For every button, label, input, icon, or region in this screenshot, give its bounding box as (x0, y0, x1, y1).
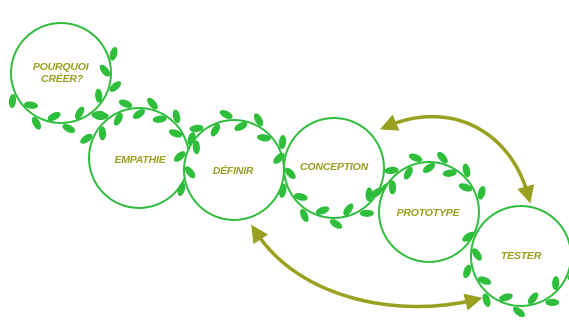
leaf-icon (62, 123, 76, 134)
leaf-icon (31, 116, 42, 130)
leaf-icon (513, 306, 525, 318)
leaf-icon (99, 64, 111, 77)
leaf-icon (184, 166, 196, 179)
leaf-icon (132, 109, 146, 119)
leaf-icon (189, 124, 204, 133)
leaf-icon (210, 123, 221, 137)
leaf-icon (482, 293, 491, 307)
stage-label-prototype: PROTOTYPE (397, 207, 461, 219)
leaf-icon (177, 182, 186, 197)
leaf-icon (47, 112, 61, 121)
stage-label-pourquoi: POURQUOI CRÉER? (33, 61, 91, 85)
leaf-icon (343, 203, 354, 216)
leaf-icon (234, 122, 248, 131)
leaf-icon (257, 134, 271, 142)
leaf-icon (94, 112, 109, 121)
leaf-icon (329, 219, 343, 229)
feedback-arrow-conception-tester (379, 114, 535, 204)
leaf-icon (80, 133, 93, 144)
leaf-wreath-definir (173, 109, 287, 197)
leaf-icon (370, 187, 383, 198)
leaf-icon (315, 206, 330, 215)
leaf-icon (118, 99, 133, 108)
stage-label-conception: CONCEPTION (300, 161, 369, 173)
leaf-icon (278, 135, 287, 149)
leaf-icon (545, 298, 560, 307)
leaf-icon (24, 101, 38, 109)
leaf-icon (147, 97, 158, 110)
leaf-icon (109, 46, 118, 61)
stage-circle-pourquoi (10, 22, 112, 124)
leaf-icon (98, 126, 107, 141)
leaf-icon (192, 140, 200, 155)
leaf-icon (95, 88, 103, 103)
leaf-icon (219, 109, 233, 120)
leaf-wreath-empathie (80, 97, 196, 146)
leaf-wreath-conception (273, 152, 393, 229)
stage-label-tester: TESTER (501, 250, 542, 262)
stage-label-empathie: EMPATHIE (114, 154, 166, 166)
leaf-icon (74, 106, 85, 120)
leaf-wreath-pourquoi (8, 46, 122, 134)
leaf-icon (365, 187, 373, 202)
leaf-icon (172, 109, 181, 124)
wreath-layer (8, 22, 569, 318)
stage-label-definir: DÉFINIR (213, 164, 254, 177)
leaf-icon (113, 112, 123, 126)
leaf-icon (279, 183, 287, 198)
leaf-icon (152, 115, 167, 123)
leaf-icon (284, 167, 296, 180)
leaf-icon (499, 293, 513, 302)
leaf-icon (253, 113, 264, 127)
leaf-icon (273, 152, 285, 164)
leaf-icon (293, 193, 308, 201)
leaf-icon (8, 94, 17, 108)
feedback-arrow-definir-tester (251, 224, 483, 311)
leaf-icon (527, 292, 539, 305)
leaf-icon (173, 151, 186, 162)
leaf-icon (300, 208, 309, 223)
leaf-icon (109, 81, 122, 92)
leaf-icon (168, 129, 183, 138)
leaf-icon (359, 209, 374, 217)
leaf-icon (552, 276, 560, 291)
